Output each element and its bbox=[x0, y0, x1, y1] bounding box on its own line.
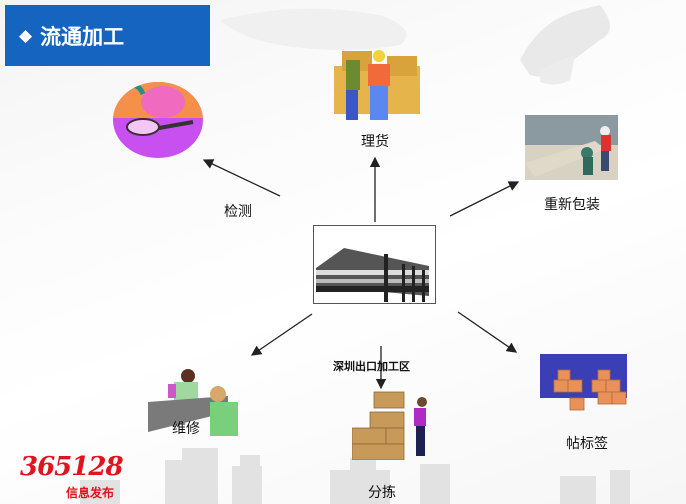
packing-line-icon bbox=[525, 115, 618, 177]
factory-building-icon bbox=[316, 248, 429, 302]
inspection-image bbox=[113, 82, 203, 158]
repair-label: 维修 bbox=[172, 421, 200, 437]
repair-image bbox=[148, 366, 242, 436]
arrow-to-repackaging bbox=[449, 181, 520, 217]
center-label: 深圳出口加工区 bbox=[333, 360, 410, 373]
magnifier-icon bbox=[113, 82, 203, 136]
repackaging-image bbox=[525, 115, 618, 180]
picking-label: 分拣 bbox=[368, 485, 396, 501]
arrow-to-repair bbox=[250, 313, 313, 356]
slide-title: 流通加工 bbox=[40, 23, 125, 49]
labeling-label: 帖标签 bbox=[566, 436, 608, 452]
slide-title-bar: ◆ 流通加工 bbox=[5, 5, 210, 66]
arrow-to-inspection bbox=[202, 159, 281, 197]
picking-image bbox=[351, 390, 434, 461]
woman-stacking-boxes-icon bbox=[351, 391, 427, 461]
sorting-goods-image bbox=[332, 46, 422, 126]
logo-tagline: 信息发布 bbox=[66, 486, 115, 500]
inspection-label: 检测 bbox=[224, 204, 252, 220]
sorting-goods-label: 理货 bbox=[361, 134, 389, 150]
site-logo: 365128 信息发布 bbox=[20, 452, 130, 502]
arrow-to-labeling bbox=[457, 311, 518, 353]
stacked-boxes-icon bbox=[540, 354, 627, 411]
logo-number: 365128 bbox=[20, 452, 124, 482]
center-factory-image bbox=[313, 225, 436, 304]
workers-with-boxes-icon bbox=[334, 50, 420, 120]
diamond-bullet-icon: ◆ bbox=[19, 25, 33, 46]
labeling-image bbox=[540, 354, 627, 416]
workers-at-bench-icon bbox=[148, 369, 238, 436]
repackaging-label: 重新包装 bbox=[544, 197, 600, 213]
